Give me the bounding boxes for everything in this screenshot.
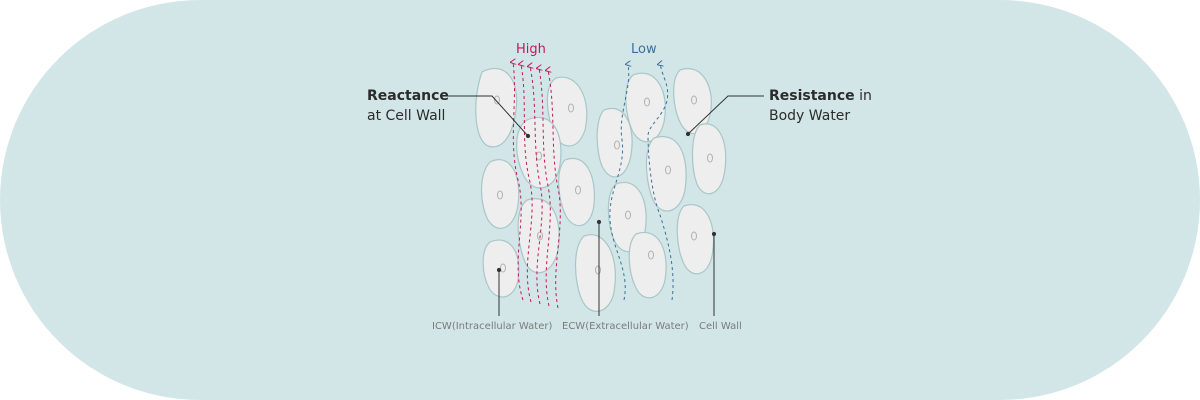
low-flow-line bbox=[647, 64, 674, 301]
high-flow-line bbox=[548, 70, 561, 309]
cells bbox=[475, 67, 727, 312]
cell-wall-label: Cell Wall bbox=[699, 321, 742, 332]
high-flow-line bbox=[513, 62, 524, 301]
reactance-label-rest: at Cell Wall bbox=[367, 108, 446, 124]
cell bbox=[517, 198, 560, 274]
resistance-label: Resistance in Body Water bbox=[769, 86, 872, 126]
icw-label: ICW(Intracellular Water) bbox=[432, 321, 553, 332]
leader-lines bbox=[446, 95, 764, 316]
resistance-label-rest: Body Water bbox=[769, 108, 851, 124]
resistance-leader bbox=[687, 95, 764, 135]
reactance-label: Reactance at Cell Wall bbox=[367, 86, 449, 126]
cell bbox=[480, 159, 520, 229]
high-flow-line bbox=[530, 66, 543, 305]
cell bbox=[546, 76, 588, 147]
ecw-label: ECW(Extracellular Water) bbox=[562, 321, 689, 332]
reactance-label-bold: Reactance bbox=[367, 88, 449, 104]
nuclei bbox=[494, 95, 713, 275]
high-flow-lines bbox=[513, 62, 561, 309]
high-flow-line bbox=[539, 68, 551, 307]
high-flow-line bbox=[521, 64, 533, 303]
high-label: High bbox=[516, 42, 546, 57]
cell bbox=[574, 234, 616, 312]
cell bbox=[628, 231, 667, 299]
resistance-label-bold: Resistance bbox=[769, 88, 855, 104]
cell bbox=[475, 67, 518, 148]
reactance-leader bbox=[446, 95, 529, 137]
low-label: Low bbox=[631, 42, 657, 57]
resistance-label-in: in bbox=[854, 88, 872, 104]
low-flow-line bbox=[609, 64, 629, 301]
cell bbox=[691, 123, 727, 195]
low-flow-lines bbox=[609, 64, 674, 301]
cell bbox=[558, 157, 596, 227]
